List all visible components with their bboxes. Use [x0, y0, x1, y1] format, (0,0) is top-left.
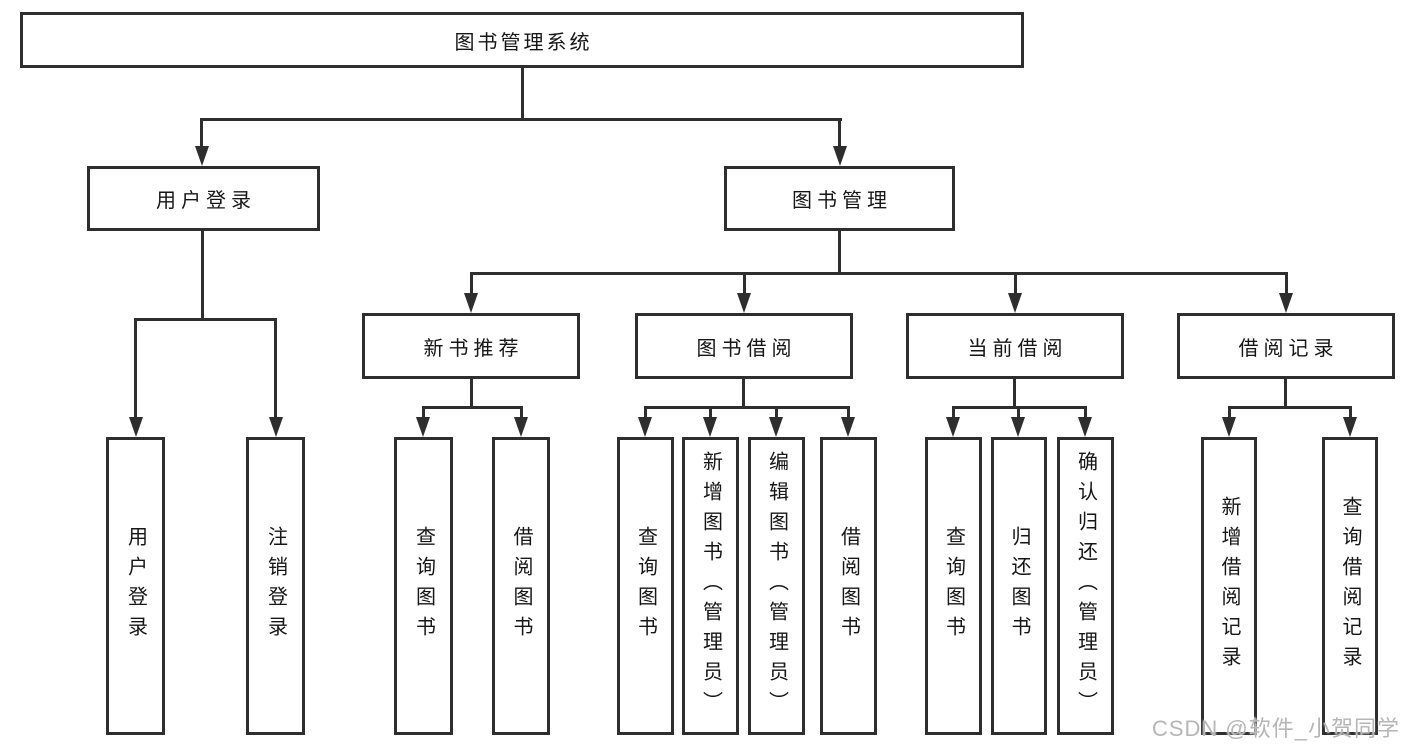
- leaf-br-add-record: 新增借阅记录: [1201, 437, 1257, 735]
- connector-line: [200, 118, 203, 150]
- arrowhead-down-icon: [833, 146, 847, 166]
- connector-line: [1228, 406, 1231, 420]
- arrowhead-down-icon: [946, 417, 960, 437]
- leaf-label: 新增图书（管理员）: [699, 451, 722, 721]
- leaf-cb-query-books: 查询图书: [925, 437, 982, 735]
- arrowhead-down-icon: [703, 417, 717, 437]
- leaf-label: 归还图书: [1008, 526, 1030, 646]
- leaf-bb-borrow-books: 借阅图书: [820, 437, 877, 735]
- connector-line: [201, 231, 204, 318]
- node-label: 借阅记录: [1238, 337, 1339, 360]
- arrowhead-down-icon: [638, 417, 652, 437]
- arrowhead-down-icon: [1011, 417, 1025, 437]
- connector-line: [952, 406, 955, 420]
- arrowhead-down-icon: [1343, 417, 1357, 437]
- connector-line: [201, 118, 842, 121]
- connector-line: [838, 231, 841, 275]
- connector-line: [470, 272, 1288, 275]
- connector-line: [520, 406, 523, 420]
- leaf-bb-edit-books-admin: 编辑图书（管理员）: [748, 437, 805, 735]
- leaf-label: 新增借阅记录: [1218, 496, 1240, 676]
- connector-line: [1013, 379, 1016, 406]
- connector-line: [422, 406, 425, 420]
- leaf-br-query-record: 查询借阅记录: [1322, 437, 1378, 735]
- connector-line: [838, 118, 841, 150]
- leaf-cb-return-books: 归还图书: [991, 437, 1047, 735]
- node-borrowing-records: 借阅记录: [1177, 313, 1395, 379]
- arrowhead-down-icon: [129, 417, 143, 437]
- leaf-nbr-borrow-books: 借阅图书: [492, 437, 550, 735]
- leaf-label: 查询图书: [634, 526, 657, 646]
- arrowhead-down-icon: [769, 417, 783, 437]
- connector-line: [743, 272, 746, 296]
- connector-line: [1228, 406, 1351, 409]
- arrowhead-down-icon: [269, 417, 283, 437]
- connector-line: [470, 272, 473, 296]
- leaf-label: 确认归还（管理员）: [1074, 451, 1097, 721]
- node-label: 当前借阅: [967, 337, 1068, 360]
- arrowhead-down-icon: [1008, 293, 1022, 313]
- node-library-management-system: 图书管理系统: [20, 12, 1024, 68]
- leaf-label: 借阅图书: [837, 526, 860, 646]
- connector-line: [1017, 406, 1020, 420]
- connector-line: [470, 379, 473, 406]
- leaf-label: 用户登录: [124, 526, 147, 646]
- leaf-bb-query-books: 查询图书: [617, 437, 674, 735]
- arrowhead-down-icon: [1222, 417, 1236, 437]
- node-user-login: 用户登录: [87, 166, 320, 231]
- leaf-user-login: 用户登录: [106, 437, 165, 735]
- connector-line: [422, 406, 522, 409]
- leaf-label: 查询图书: [412, 526, 435, 646]
- arrowhead-down-icon: [1078, 417, 1092, 437]
- node-label: 用户登录: [156, 190, 256, 212]
- connector-line: [709, 406, 712, 420]
- arrowhead-down-icon: [416, 417, 430, 437]
- node-book-management: 图书管理: [724, 166, 955, 231]
- arrowhead-down-icon: [841, 417, 855, 437]
- arrowhead-down-icon: [195, 146, 209, 166]
- node-label: 新书推荐: [423, 337, 524, 360]
- leaf-label: 注销登录: [264, 526, 287, 646]
- connector-line: [1285, 272, 1288, 296]
- connector-line: [775, 406, 778, 420]
- csdn-watermark: CSDN @软件_小贺同学: [1151, 716, 1400, 741]
- connector-line: [521, 68, 524, 118]
- leaf-label: 查询借阅记录: [1339, 496, 1361, 676]
- connector-line: [1284, 379, 1287, 406]
- connector-line: [274, 318, 277, 420]
- arrowhead-down-icon: [464, 293, 478, 313]
- connector-line: [1014, 272, 1017, 296]
- node-label: 图书借阅: [696, 337, 797, 360]
- node-label: 图书管理: [792, 190, 892, 212]
- leaf-bb-add-books-admin: 新增图书（管理员）: [682, 437, 739, 735]
- arrowhead-down-icon: [737, 293, 751, 313]
- node-current-borrowing: 当前借阅: [906, 313, 1124, 379]
- connector-line: [644, 406, 850, 409]
- arrowhead-down-icon: [514, 417, 528, 437]
- node-label: 图书管理系统: [454, 31, 593, 54]
- connector-line: [134, 318, 277, 321]
- node-new-book-recommend: 新书推荐: [362, 313, 580, 379]
- connector-line: [1084, 406, 1087, 420]
- leaf-nbr-query-books: 查询图书: [394, 437, 453, 735]
- connector-line: [1349, 406, 1352, 420]
- leaf-label: 查询图书: [942, 526, 965, 646]
- leaf-label: 编辑图书（管理员）: [765, 451, 788, 721]
- leaf-label: 借阅图书: [510, 526, 532, 646]
- leaf-logout: 注销登录: [246, 437, 305, 735]
- connector-line: [134, 318, 137, 420]
- node-book-borrowing: 图书借阅: [635, 313, 853, 379]
- arrowhead-down-icon: [1279, 293, 1293, 313]
- connector-line: [847, 406, 850, 420]
- connector-line: [742, 379, 745, 406]
- connector-line: [644, 406, 647, 420]
- leaf-cb-confirm-return-admin: 确认归还（管理员）: [1057, 437, 1114, 735]
